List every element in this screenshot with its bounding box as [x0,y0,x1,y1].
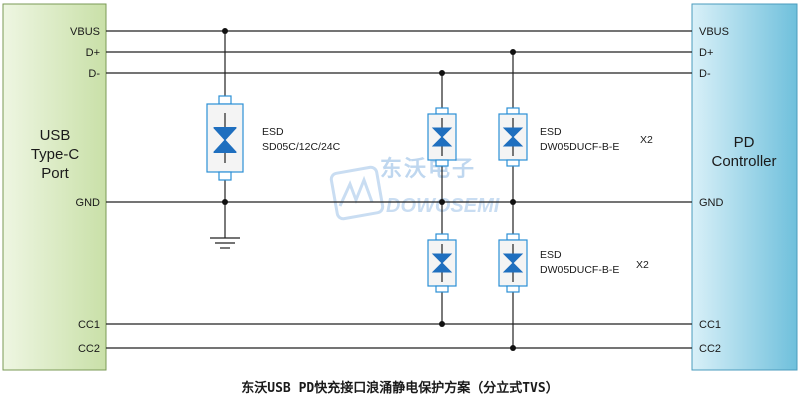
usb-port-label-3: Port [41,165,69,182]
right-pin-dminus: D- [699,68,711,80]
esd-bottom-label: ESD DW05DUCF-B-E X2 [540,249,649,276]
right-pin-labels: VBUS D+ D- GND CC1 CC2 [699,26,729,355]
watermark-en: DOWOSEMI [386,195,500,217]
watermark: 东沃电子 DOWOSEMI [329,156,500,221]
tvs-dplus-top [498,107,528,167]
left-pin-vbus: VBUS [70,26,100,38]
right-pin-dplus: D+ [699,47,713,59]
esd-bottom-type: ESD [540,249,562,261]
esd-top-label: ESD DW05DUCF-B-E X2 [540,126,653,153]
right-pin-cc1: CC1 [699,319,721,331]
signal-lines [106,30,692,349]
usb-port-label-1: USB [40,127,71,144]
junction-dots [222,28,516,351]
left-pin-cc1: CC1 [78,319,100,331]
ground-symbol-icon [210,237,240,249]
diagram-caption: 东沃USB PD快充接口浪涌静电保护方案（分立式TVS） [241,380,558,396]
left-pin-gnd: GND [76,197,101,209]
pd-controller-block: PD Controller [691,3,798,371]
tvs-vbus [206,95,244,181]
esd-top-type: ESD [540,126,562,138]
tvs-dminus-top [427,107,457,167]
right-pin-gnd: GND [699,197,724,209]
dowosemi-logo-icon [329,165,385,221]
esd-bottom-qty: X2 [636,259,649,271]
esd-top-qty: X2 [640,134,653,146]
esd-vbus-part: SD05C/12C/24C [262,141,341,153]
esd-vbus-type: ESD [262,126,284,138]
esd-vbus-label: ESD SD05C/12C/24C [262,126,341,153]
esd-top-part: DW05DUCF-B-E [540,141,619,153]
usb-port-label-2: Type-C [31,146,80,163]
esd-bottom-part: DW05DUCF-B-E [540,264,619,276]
pd-controller-label-1: PD [734,134,755,151]
watermark-cn: 东沃电子 [380,156,476,182]
tvs-cc2-bottom [498,233,528,293]
pd-controller-label-2: Controller [711,153,776,170]
left-pin-labels: VBUS D+ D- GND CC1 CC2 [70,26,100,355]
left-pin-dminus: D- [88,68,100,80]
right-pin-cc2: CC2 [699,343,721,355]
usb-port-block: USB Type-C Port [2,3,107,371]
left-pin-cc2: CC2 [78,343,100,355]
right-pin-vbus: VBUS [699,26,729,38]
tvs-cc1-bottom [427,233,457,293]
left-pin-dplus: D+ [86,47,100,59]
